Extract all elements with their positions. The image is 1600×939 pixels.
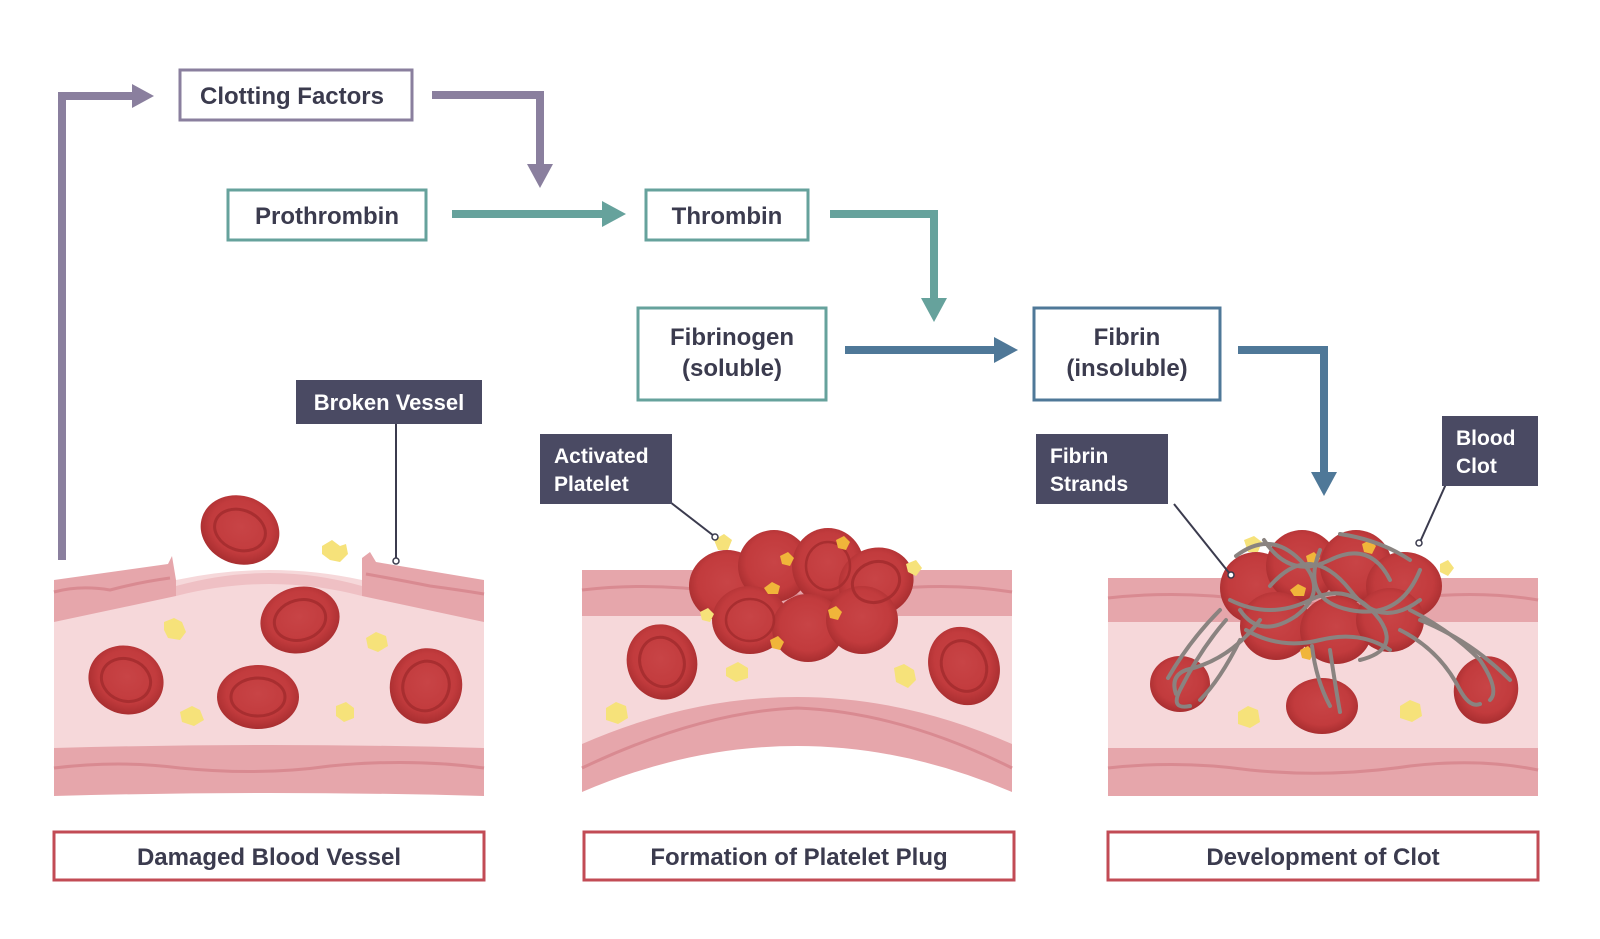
broken-vessel-label: Broken Vessel <box>314 390 464 415</box>
caption-damaged-blood-vessel: Damaged Blood Vessel <box>52 830 486 882</box>
blood-clot-label-line2: Clot <box>1456 455 1497 478</box>
fibrin-state: (insoluble) <box>1066 355 1187 382</box>
arrow-head <box>132 84 154 108</box>
clotting-factors-label: Clotting Factors <box>200 83 384 110</box>
stage-platelet-plug <box>581 528 1013 792</box>
caption-stage1: Damaged Blood Vessel <box>137 844 401 871</box>
arrow-vessel-to-clotting-factors <box>58 92 132 560</box>
red-blood-cell <box>1150 656 1210 712</box>
fibrinogen-label: Fibrinogen <box>670 324 794 351</box>
blood-clot-label-line1: Blood <box>1456 427 1515 450</box>
fibrin-strands <box>1166 532 1512 714</box>
red-blood-cell <box>389 648 463 724</box>
fibrin-strands-callout: Fibrin Strands <box>1036 434 1235 579</box>
stage-damaged-vessel <box>53 495 485 796</box>
prothrombin-label: Prothrombin <box>255 203 399 230</box>
red-blood-cell <box>626 624 698 700</box>
vessel-wall-top-right <box>362 552 484 622</box>
caption-formation-of-platelet-plug: Formation of Platelet Plug <box>582 830 1016 882</box>
caption-development-of-clot: Development of Clot <box>1106 830 1540 882</box>
clotting-factors-box: Clotting Factors <box>178 68 414 122</box>
caption-stage3: Development of Clot <box>1206 844 1439 871</box>
arrow-fibrin-to-clot <box>1238 346 1328 472</box>
arrow-head <box>994 337 1018 363</box>
red-blood-cell <box>200 495 280 565</box>
blood-clot-callout: Blood Clot <box>1415 416 1538 547</box>
arrow-head <box>1311 472 1337 496</box>
platelets <box>164 540 388 726</box>
arrow-clotting-factors-to-conversion <box>432 91 544 164</box>
stage-clot <box>1107 530 1539 796</box>
activated-platelet-callout: Activated Platelet <box>540 434 719 541</box>
vessel-lumen <box>54 570 484 758</box>
arrow-head <box>527 164 553 188</box>
prothrombin-box: Prothrombin <box>226 188 428 242</box>
thrombin-box: Thrombin <box>644 188 810 242</box>
fibrin-box: Fibrin (insoluble) <box>1032 306 1222 402</box>
red-blood-cell <box>260 586 340 654</box>
vessel-wall-bottom <box>582 697 1012 792</box>
platelet-plug <box>689 528 922 662</box>
platelets <box>606 662 916 724</box>
activated-platelet-label-line1: Activated <box>554 445 649 468</box>
thrombin-label: Thrombin <box>672 203 783 230</box>
flow-arrows <box>58 84 1337 560</box>
arrow-head <box>921 298 947 322</box>
arrow-thrombin-to-conversion <box>830 210 938 298</box>
platelets <box>1238 536 1454 728</box>
fibrin-label: Fibrin <box>1094 324 1161 351</box>
broken-vessel-callout: Broken Vessel <box>296 380 482 565</box>
red-blood-cell <box>928 626 1000 706</box>
caption-stage2: Formation of Platelet Plug <box>650 844 947 871</box>
fibrin-strands-label-line2: Strands <box>1050 473 1128 496</box>
fibrinogen-box: Fibrinogen (soluble) <box>636 306 828 402</box>
arrow-head <box>602 201 626 227</box>
red-blood-cell <box>88 645 164 715</box>
red-blood-cell <box>217 665 299 729</box>
red-blood-cell <box>1286 678 1358 734</box>
fibrinogen-state: (soluble) <box>682 355 782 382</box>
fibrin-strands-label-line1: Fibrin <box>1050 445 1108 468</box>
activated-platelet-label-line2: Platelet <box>554 473 629 496</box>
